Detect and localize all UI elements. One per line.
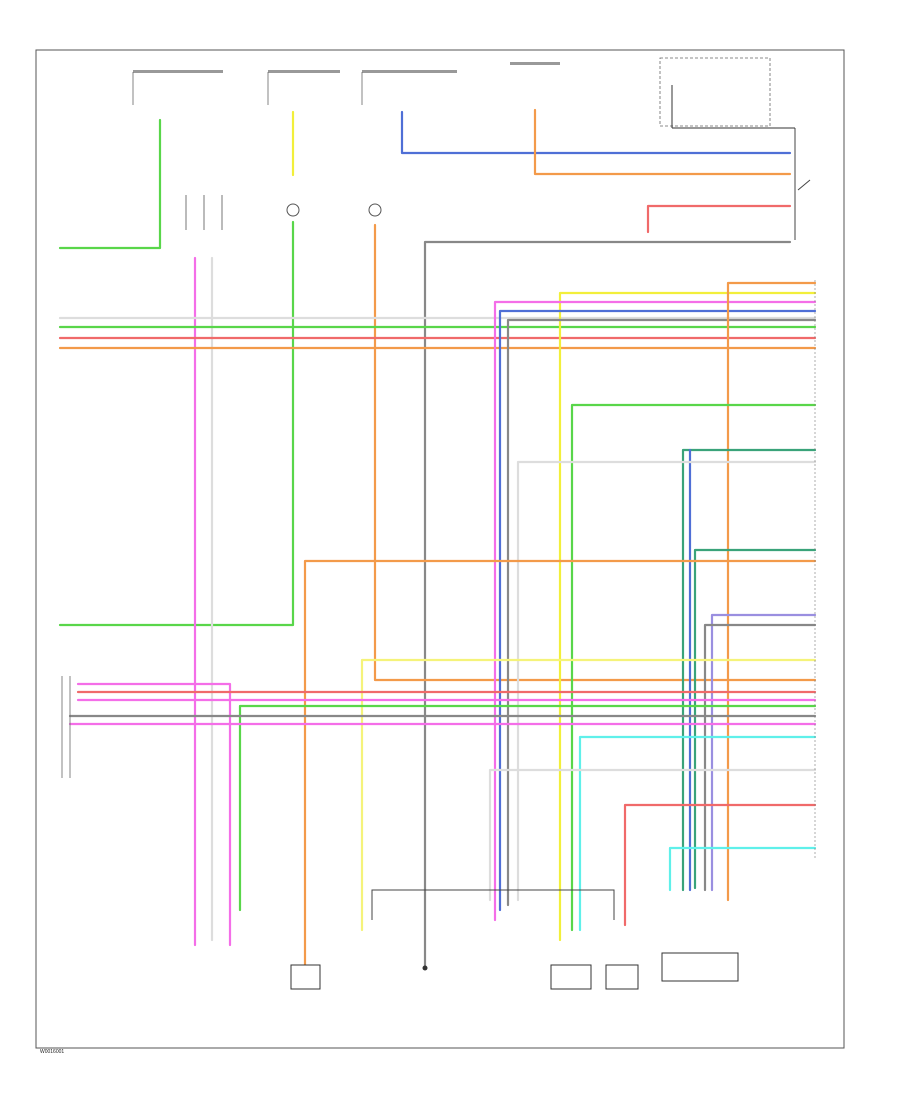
footer-id: W0016001 bbox=[40, 1049, 64, 1055]
w-orange-ful bbox=[726, 281, 817, 902]
diagram-frame bbox=[35, 49, 845, 1049]
w-red-bus6 bbox=[623, 803, 817, 927]
w-orange-top bbox=[533, 108, 792, 176]
w-lt-green-2 bbox=[58, 220, 295, 627]
w-red-top bbox=[646, 204, 792, 234]
w-green-bus2 bbox=[238, 704, 817, 912]
w-green-mid bbox=[570, 403, 817, 932]
top-header-labels bbox=[132, 62, 560, 105]
w-gray-3 bbox=[703, 623, 817, 892]
w-ltyellow-3 bbox=[360, 658, 817, 932]
w-dkgreen-2 bbox=[693, 548, 817, 890]
w-white-mid bbox=[516, 460, 817, 902]
w-blue-ful bbox=[498, 309, 817, 912]
w-yellow-ful bbox=[558, 291, 817, 942]
ground-bus bbox=[371, 889, 615, 971]
w-orange-2 bbox=[373, 223, 817, 682]
w-pink-ful bbox=[493, 300, 817, 922]
w-lt-green-top bbox=[58, 118, 162, 250]
w-dkgreen-mid bbox=[681, 448, 817, 892]
instrument-cluster bbox=[661, 952, 739, 982]
w-blue-top bbox=[400, 110, 792, 155]
test-connector bbox=[550, 964, 592, 990]
fuse-icons bbox=[185, 195, 382, 230]
w-gray-ful bbox=[506, 318, 817, 907]
bottom-components bbox=[290, 952, 739, 990]
w-pink-bus2 bbox=[76, 682, 232, 947]
w-orange-3 bbox=[303, 559, 817, 967]
w-cyan-bus2 bbox=[578, 735, 817, 932]
speed-sensor bbox=[605, 964, 639, 990]
w-gray-vert bbox=[423, 240, 792, 970]
relay-box bbox=[659, 57, 811, 240]
left-connector bbox=[61, 676, 71, 778]
fuel-sender bbox=[290, 964, 321, 990]
w-blue-3 bbox=[710, 613, 817, 892]
w-cyan-bus7 bbox=[668, 846, 817, 892]
wires-layer bbox=[58, 108, 817, 970]
w-white-bus5 bbox=[488, 768, 817, 902]
